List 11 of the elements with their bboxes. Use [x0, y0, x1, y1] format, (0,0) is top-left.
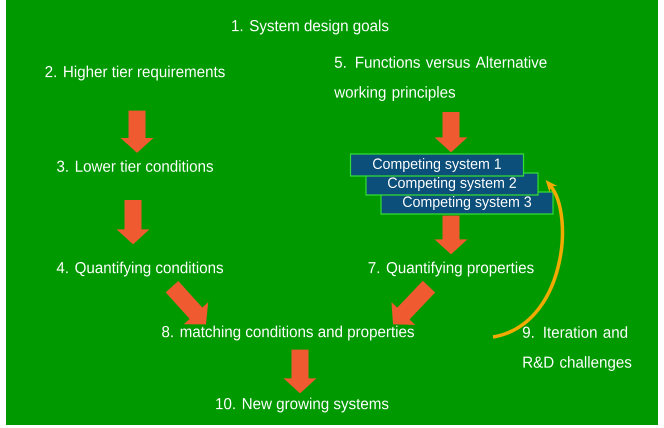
- step-text: 7. Quantifying properties: [368, 262, 534, 276]
- step-text: 2. Higher tier requirements: [45, 66, 225, 80]
- system-box: Competing system 1: [350, 153, 524, 177]
- step-text: 4. Quantifying conditions: [56, 262, 224, 276]
- step-text: 9. Iteration and R&D challenges: [522, 326, 632, 371]
- step-text: 8. matching conditions and properties: [162, 326, 414, 340]
- block-arrow: [166, 280, 208, 324]
- step-text: 5. Functions versus Alternative working principles: [334, 56, 547, 101]
- heading: 1. System design goals: [232, 20, 388, 34]
- step-text: 3. Lower tier conditions: [57, 160, 213, 172]
- step-text: 10. New growing systems: [216, 398, 388, 412]
